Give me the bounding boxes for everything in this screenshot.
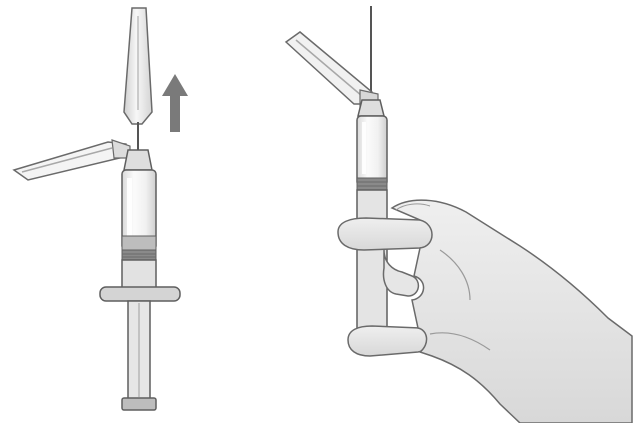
safety-shield-right — [286, 32, 378, 108]
needle-hub-right — [358, 100, 384, 116]
plunger-rod — [122, 301, 156, 410]
right-panel — [286, 6, 632, 423]
safety-shield — [14, 140, 130, 180]
finger-flange — [100, 287, 180, 301]
left-panel — [14, 8, 188, 410]
arrow-up-icon — [162, 74, 188, 132]
needle-cap — [124, 8, 152, 124]
syringe-barrel — [122, 170, 156, 288]
needle-hub — [124, 150, 152, 170]
